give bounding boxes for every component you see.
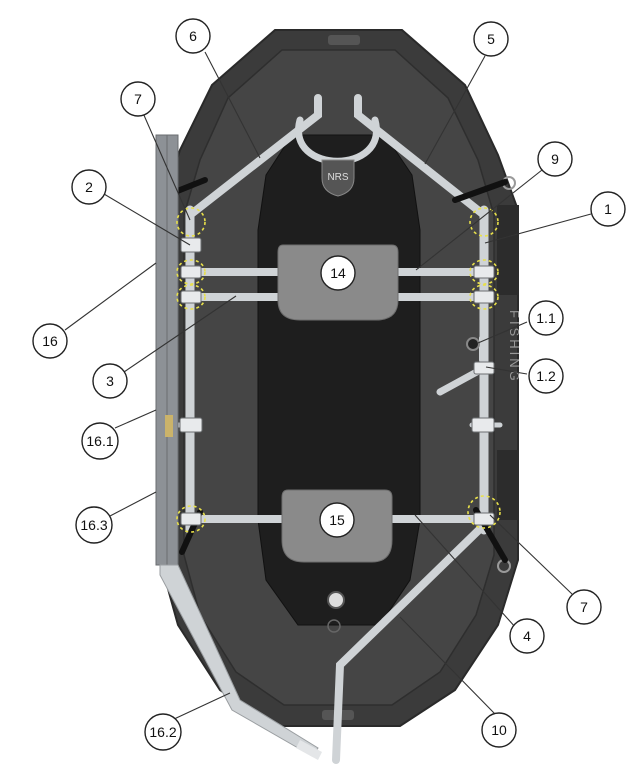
drain-valve-lower: [327, 619, 341, 633]
seat-15: 15: [281, 489, 393, 563]
leader-1-1: [477, 321, 528, 344]
clamp-front-left-b: [180, 265, 202, 279]
callout-5: 5: [473, 21, 509, 57]
strap-bow-right: [452, 179, 508, 203]
bow-brace-left: [186, 94, 322, 219]
callout-1: 1: [590, 191, 626, 227]
pin-clip: [466, 337, 480, 351]
bow-brace-right: [354, 94, 488, 219]
svg-text:9: 9: [551, 151, 559, 167]
seat-15-number: 15: [329, 512, 345, 528]
svg-text:7: 7: [580, 599, 588, 615]
ring-rear-right: [467, 495, 501, 529]
oar-collar: [165, 415, 173, 437]
seat-15-number-circle: [319, 502, 355, 538]
nrs-logo-text: NRS: [327, 172, 348, 183]
leader-5: [424, 55, 486, 165]
svg-text:7: 7: [134, 91, 142, 107]
oar-blade-tip: [296, 740, 322, 760]
leader-9: [415, 169, 543, 271]
svg-text:1: 1: [604, 201, 612, 217]
ring-bow-left: [176, 207, 206, 237]
callout-1-1: 1.1: [528, 300, 564, 336]
side-panel-right-lower: [497, 450, 519, 520]
stern-brace: [332, 521, 488, 764]
svg-text:4: 4: [523, 628, 531, 644]
callout-7-bottom: 7: [566, 589, 602, 625]
highlight-rings: [176, 207, 501, 533]
leader-16-2: [171, 692, 231, 721]
callout-16: 16: [32, 323, 68, 359]
callout-markers: 1 1.1 1.2 2 3 4 5 6: [32, 18, 626, 751]
clamp-front-right-b: [473, 290, 495, 304]
leader-lines: [64, 51, 592, 721]
callout-16-2: 16.2: [144, 713, 182, 751]
leader-10: [399, 616, 497, 716]
clamp-front-left-a: [180, 237, 202, 253]
callout-6: 6: [175, 18, 211, 54]
bow-logo-badge: [328, 35, 360, 45]
svg-text:6: 6: [189, 28, 197, 44]
leader-16-3: [109, 491, 157, 517]
leader-1-2: [485, 366, 528, 375]
seat-14-number-circle: [320, 255, 356, 291]
callout-9: 9: [537, 141, 573, 177]
leader-7-top: [142, 112, 191, 221]
callout-3: 3: [92, 363, 128, 399]
svg-text:5: 5: [487, 31, 495, 47]
svg-text:2: 2: [85, 179, 93, 195]
ring-front-left-b: [176, 284, 206, 310]
svg-text:1.1: 1.1: [536, 310, 556, 326]
oar-assembly: [155, 134, 322, 760]
side-panel-right: [497, 205, 519, 295]
frame-clamps: [179, 237, 495, 526]
svg-text:16.1: 16.1: [86, 433, 113, 449]
callout-16-1: 16.1: [81, 422, 119, 460]
drain-valve: [327, 591, 345, 609]
clamp-oar-left: [179, 417, 203, 433]
svg-text:3: 3: [106, 373, 114, 389]
callout-16-3: 16.3: [75, 506, 113, 544]
seat-14-number: 14: [330, 265, 346, 281]
callout-10: 10: [481, 712, 517, 748]
clamp-front-right-a: [473, 265, 495, 279]
ring-bow-right: [469, 207, 499, 237]
leader-6: [204, 51, 261, 159]
leader-4: [414, 514, 517, 629]
nrs-logo: NRS: [321, 159, 355, 197]
clamp-front-left-c: [180, 290, 202, 304]
clamp-oar-right: [471, 417, 495, 433]
leader-3: [123, 295, 237, 373]
leader-1: [484, 213, 592, 244]
callout-7-top: 7: [120, 81, 156, 117]
seat-14: 14: [277, 244, 399, 321]
callout-2: 2: [71, 169, 107, 205]
svg-text:16.2: 16.2: [149, 724, 176, 740]
svg-text:16.3: 16.3: [80, 517, 107, 533]
leader-16-1: [114, 409, 157, 429]
svg-text:10: 10: [491, 722, 507, 738]
svg-text:1.2: 1.2: [536, 368, 556, 384]
ring-front-right-a: [469, 259, 499, 285]
leader-7-bottom: [489, 514, 573, 595]
clamp-rear-right: [473, 512, 495, 526]
leader-2: [103, 193, 191, 246]
callout-1-2: 1.2: [528, 358, 564, 394]
ring-front-left-a: [176, 259, 206, 285]
nrs-logo-shield: [321, 159, 355, 197]
ring-rear-left: [176, 505, 206, 533]
ring-front-right-b: [469, 284, 499, 310]
svg-text:16: 16: [42, 333, 58, 349]
callout-4: 4: [509, 618, 545, 654]
clamp-rear-left: [180, 512, 202, 526]
leader-16: [64, 262, 157, 331]
